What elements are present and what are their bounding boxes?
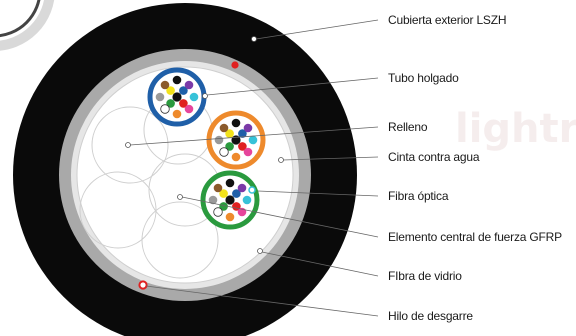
optical-fiber (225, 142, 234, 151)
optical-fiber (172, 109, 182, 119)
central-member-marker (177, 194, 183, 200)
optical-fiber (225, 178, 235, 188)
filler-marker (125, 142, 131, 148)
optical-fiber (232, 189, 241, 198)
label-outer-jacket: Cubierta exterior LSZH (388, 13, 506, 27)
labels: Cubierta exterior LSZH Tubo holgado Rell… (388, 13, 562, 323)
leader-central-member (181, 196, 379, 238)
leader-fiber (257, 190, 379, 197)
optical-fiber (213, 183, 223, 193)
optical-fiber (155, 92, 165, 102)
label-filler: Relleno (388, 120, 428, 134)
optical-fiber (160, 80, 170, 90)
leader-lines (129, 19, 379, 317)
label-water-tape: Cinta contra agua (388, 150, 480, 164)
filler-circle (91, 106, 169, 184)
optical-fiber (184, 104, 194, 114)
leader-ripcord (145, 285, 379, 317)
optical-fiber (238, 129, 247, 138)
label-fiber: Fibra óptica (388, 189, 449, 203)
optical-fiber (166, 99, 175, 108)
loose-tubes (147, 67, 266, 230)
label-glass-yarn: FIbra de vidrio (388, 269, 462, 283)
leader-water-tape (282, 156, 379, 161)
loose-tube-marker (202, 93, 208, 99)
optical-fiber (231, 118, 241, 128)
optical-fiber (166, 86, 175, 95)
filler-circle (141, 201, 219, 279)
fiber-marker (248, 186, 256, 194)
optical-fiber (179, 99, 188, 108)
watermark-text: lightr (455, 106, 576, 152)
jacket-marker (251, 36, 257, 42)
optical-fiber (238, 142, 247, 151)
optical-fiber (243, 123, 253, 133)
optical-fiber (225, 129, 234, 138)
leader-loose-tube (206, 77, 379, 96)
leader-filler (129, 126, 379, 146)
optical-fiber (242, 195, 252, 205)
yarn-marker (257, 248, 263, 254)
leader-glass-yarn (261, 251, 379, 277)
optical-fiber (172, 75, 182, 85)
optical-fiber (214, 135, 224, 145)
optical-fiber (248, 135, 258, 145)
optical-fiber (219, 123, 229, 133)
optical-fiber (225, 212, 235, 222)
optical-fiber (219, 189, 228, 198)
optical-fiber (172, 92, 182, 102)
label-ripcord: Hilo de desgarre (388, 309, 473, 323)
ripcord-top (231, 61, 239, 69)
optical-fiber (179, 86, 188, 95)
optical-fiber (184, 80, 194, 90)
optical-fiber (189, 92, 199, 102)
optical-fiber (219, 147, 229, 157)
label-central-member: Elemento central de fuerza GFRP (388, 230, 562, 244)
optical-fiber (237, 183, 247, 193)
optical-fiber (219, 202, 228, 211)
optical-fiber (243, 147, 253, 157)
leader-outer-jacket (255, 19, 379, 40)
optical-fiber (225, 195, 235, 205)
optical-fiber (231, 152, 241, 162)
optical-fiber (208, 195, 218, 205)
tape-marker (278, 157, 284, 163)
optical-fiber (213, 207, 223, 217)
optical-fiber (160, 104, 170, 114)
label-loose-tube: Tubo holgado (388, 71, 459, 85)
ripcord-bottom (138, 280, 148, 290)
